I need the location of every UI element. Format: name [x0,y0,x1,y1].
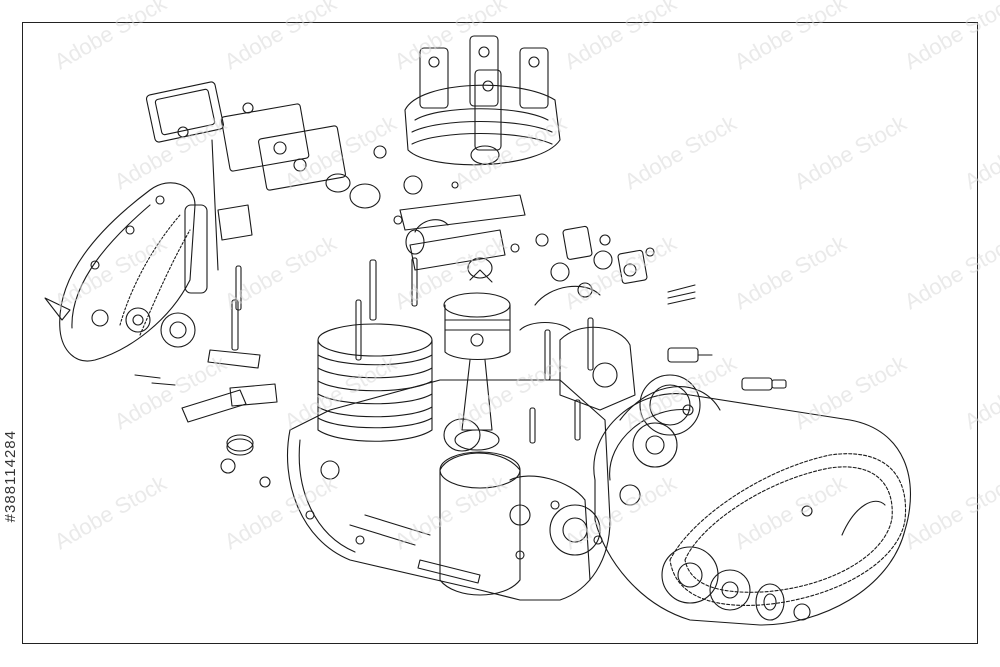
left-sprockets [125,139,253,348]
loose-fasteners [220,145,813,517]
clutch-sprockets [661,500,886,621]
left-chain [119,214,191,336]
rocker-cover-plates [145,81,346,191]
piston-and-rod [443,292,511,451]
right-primary-cover [593,374,912,626]
cylinder-barrel [317,323,433,442]
stock-image-id: #388114284 [2,430,19,523]
drawing-border [22,22,978,644]
spark-plug [667,347,787,391]
left-primary-case [44,182,196,362]
studs-and-bolts [134,257,594,444]
right-chain [669,453,907,606]
valve-train [399,194,526,283]
crankcase [286,321,636,601]
cylinder-head [404,35,561,166]
right-gaskets [534,225,696,306]
